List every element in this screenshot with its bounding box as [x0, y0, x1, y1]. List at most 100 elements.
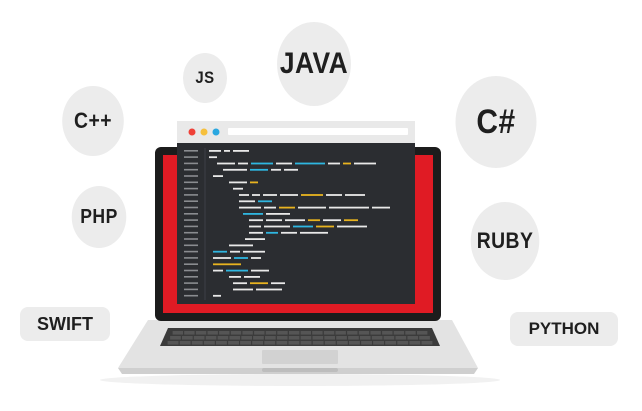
code-token [209, 156, 217, 159]
key [228, 341, 239, 345]
key [241, 336, 252, 340]
key [203, 341, 215, 345]
key [242, 331, 253, 335]
code-token [213, 269, 223, 272]
key [252, 341, 264, 345]
code-token [244, 276, 260, 278]
key [382, 331, 393, 335]
key [300, 331, 311, 335]
line-number [184, 225, 198, 228]
code-token [298, 206, 326, 209]
key [324, 341, 336, 345]
keyboard-icon [160, 328, 440, 346]
code-token [284, 168, 298, 171]
code-token [323, 219, 341, 222]
line-number [184, 187, 198, 190]
code-token [251, 269, 269, 272]
code-token [337, 225, 367, 228]
code-token [280, 194, 298, 196]
code-token [285, 219, 305, 222]
swift-pill: SWIFT [20, 307, 110, 341]
code-token [229, 276, 241, 278]
line-number [184, 250, 198, 253]
key [184, 331, 195, 335]
maximize-dot-icon [212, 128, 220, 136]
code-token [251, 162, 273, 165]
code-token [209, 150, 221, 152]
key [205, 336, 217, 340]
java-bubble: JAVA [277, 22, 351, 106]
code-token [230, 250, 240, 253]
key [276, 336, 288, 340]
code-token [266, 219, 282, 222]
minimize-dot-icon [200, 128, 208, 136]
code-token [238, 162, 248, 165]
code-token [213, 257, 231, 259]
code-token [213, 263, 241, 266]
editor-pane [177, 143, 415, 304]
key [405, 331, 416, 335]
key [336, 341, 348, 345]
code-token [264, 225, 290, 228]
key [371, 336, 383, 340]
code-window-icon [177, 121, 415, 304]
address-bar [228, 128, 408, 135]
line-number [184, 194, 198, 196]
key [300, 336, 312, 340]
key [348, 336, 359, 340]
code-token [293, 225, 313, 228]
code-token [276, 162, 292, 165]
line-number [184, 200, 198, 202]
key [358, 331, 370, 335]
key [393, 331, 405, 335]
key [323, 331, 335, 335]
line-number [184, 206, 198, 209]
code-token [243, 213, 263, 215]
code-token [234, 257, 248, 259]
code-token [239, 194, 249, 196]
cpp-bubble: C++ [62, 86, 124, 156]
key [240, 341, 251, 345]
csharp-bubble: C# [455, 76, 537, 168]
line-number [184, 288, 198, 291]
code-token [239, 200, 255, 203]
code-token [345, 194, 365, 196]
line-number [184, 282, 198, 284]
code-lines [184, 150, 390, 297]
key [373, 341, 384, 345]
line-number [184, 150, 198, 152]
key [207, 331, 218, 335]
code-token [213, 250, 227, 253]
code-token [258, 200, 272, 203]
key [397, 341, 409, 345]
key [417, 331, 428, 335]
key [395, 336, 407, 340]
key [419, 336, 430, 340]
key [359, 336, 371, 340]
code-token [271, 168, 281, 171]
line-number [184, 219, 198, 221]
key [300, 341, 312, 345]
code-token [250, 181, 258, 184]
code-token [250, 282, 268, 285]
code-token [249, 225, 261, 228]
key [191, 341, 203, 345]
key [254, 331, 265, 335]
key [216, 341, 227, 345]
code-token [226, 269, 248, 272]
touchpad-icon [262, 350, 338, 364]
code-token [213, 175, 223, 177]
line-number [184, 244, 198, 247]
line-number [184, 181, 198, 184]
key [407, 336, 419, 340]
key [193, 336, 205, 340]
key [312, 336, 324, 340]
code-token [279, 206, 295, 209]
code-token [250, 168, 268, 171]
code-token [326, 194, 342, 196]
key [276, 341, 288, 345]
code-token [271, 282, 285, 285]
code-token [266, 213, 290, 215]
